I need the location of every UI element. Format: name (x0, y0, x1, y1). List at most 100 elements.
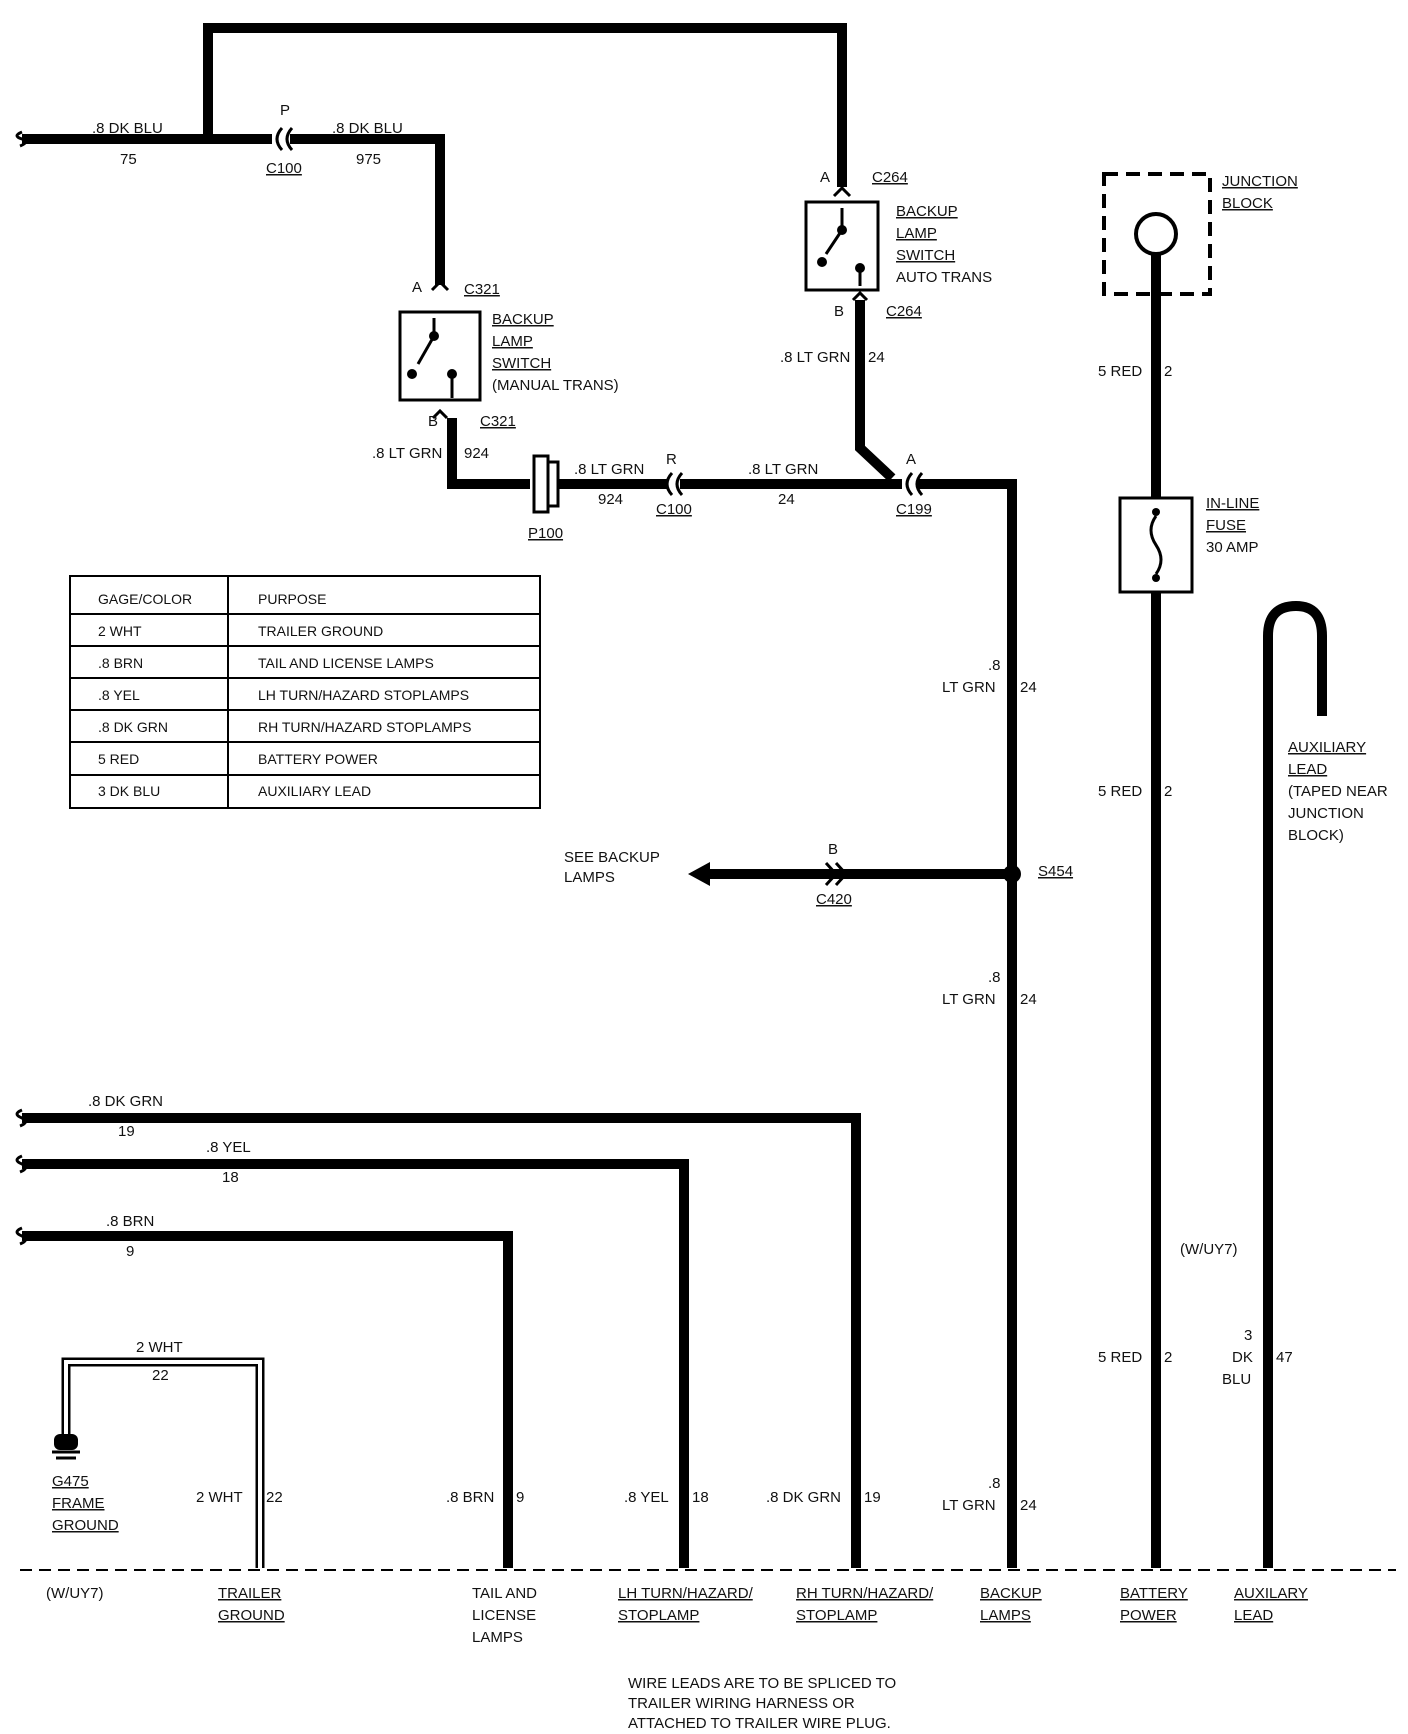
wire-75-gauge: .8 DK BLU (92, 120, 163, 137)
wire-22-gauge: 2 WHT (136, 1339, 183, 1356)
wire-24a-circuit: 24 (778, 491, 795, 508)
label-rh-2: STOPLAMP (796, 1607, 877, 1624)
fuse-line3: 30 AMP (1206, 539, 1259, 556)
c420-pin: B (828, 841, 838, 858)
label-trailer-ground-1: TRAILER (218, 1585, 282, 1602)
c100-bot-label: C100 (656, 501, 692, 518)
aux-lead-line4: JUNCTION (1288, 805, 1364, 822)
wire-18-gauge: .8 YEL (206, 1139, 251, 1156)
wire-24b-gauge: .8 LT GRN (780, 349, 850, 366)
connector-c100-top (275, 126, 294, 152)
label-aux-1: AUXILARY (1234, 1585, 1308, 1602)
legend-row4-purpose: RH TURN/HAZARD STOPLAMPS (258, 719, 471, 735)
wire-24e-gauge-bot: LT GRN (942, 1497, 996, 1514)
wire-24d-gauge-top: .8 (988, 969, 1001, 986)
wire-24b-circuit: 24 (868, 349, 885, 366)
top-harness (15, 23, 847, 285)
wire-24e-gauge-top: .8 (988, 1475, 1001, 1492)
wire-47-circuit: 47 (1276, 1349, 1293, 1366)
wire-2a-gauge: 5 RED (1098, 363, 1142, 380)
connector-c100-bot (665, 471, 684, 497)
c199-label: C199 (896, 501, 932, 518)
wire-75-circuit: 75 (120, 151, 137, 168)
legend-row1-purpose: TRAILER GROUND (258, 623, 383, 639)
c264-top-pin: A (820, 169, 830, 186)
s454-label: S454 (1038, 863, 1073, 880)
label-tail-2: LICENSE (472, 1607, 536, 1624)
wire-924b-circuit: 924 (598, 491, 623, 508)
label-battery-1: BATTERY (1120, 1585, 1188, 1602)
wire-24d-circuit: 24 (1020, 991, 1037, 1008)
c264-bot-pin: B (834, 303, 844, 320)
legend-row2-gage: .8 BRN (98, 655, 143, 671)
connector-c199 (905, 471, 924, 497)
wire-18-circuit: 18 (222, 1169, 239, 1186)
legend-row5-purpose: BATTERY POWER (258, 751, 378, 767)
wire-924b-gauge: .8 LT GRN (574, 461, 644, 478)
c321-top-pin: A (412, 279, 422, 296)
g475-line2: FRAME (52, 1495, 105, 1512)
wire-2b-circuit: 2 (1164, 783, 1172, 800)
vert-9-circuit: 9 (516, 1489, 524, 1506)
backup-switch-manual (398, 279, 482, 420)
vert-18-gauge: .8 YEL (624, 1489, 669, 1506)
g475-line1: G475 (52, 1473, 89, 1490)
label-tail-1: TAIL AND (472, 1585, 537, 1602)
c264-bot-label: C264 (886, 303, 922, 320)
lower-harness (15, 1108, 861, 1568)
wire-2a-circuit: 2 (1164, 363, 1172, 380)
c321-top-label: C321 (464, 281, 500, 298)
wire-2c-gauge: 5 RED (1098, 1349, 1142, 1366)
label-trailer-ground-2: GROUND (218, 1607, 285, 1624)
label-aux-2: LEAD (1234, 1607, 1273, 1624)
option-wuy7-left: (W/UY7) (46, 1585, 104, 1602)
c321-bot-pin: B (428, 413, 438, 430)
junction-block-line2: BLOCK (1222, 195, 1273, 212)
g475-line3: GROUND (52, 1517, 119, 1534)
fuse-line1: IN-LINE (1206, 495, 1259, 512)
legend-row6-gage: 3 DK BLU (98, 783, 160, 799)
note-line1: WIRE LEADS ARE TO BE SPLICED TO (628, 1675, 896, 1692)
label-rh-1: RH TURN/HAZARD/ (796, 1585, 934, 1602)
c100-bot-pin: R (666, 451, 677, 468)
vert-19-gauge: .8 DK GRN (766, 1489, 841, 1506)
auto-switch-line1: BACKUP (896, 203, 958, 220)
connector-c100-top-pin: P (280, 102, 290, 119)
trailer-ground-wire (61, 1357, 265, 1568)
wire-47-top: 3 (1244, 1327, 1252, 1344)
legend-row6-purpose: AUXILIARY LEAD (258, 783, 371, 799)
manual-switch-line1: BACKUP (492, 311, 554, 328)
arrow-left-icon (688, 862, 710, 886)
aux-lead-line2: LEAD (1288, 761, 1327, 778)
legend-row3-purpose: LH TURN/HAZARD STOPLAMPS (258, 687, 469, 703)
manual-switch-line4: (MANUAL TRANS) (492, 377, 619, 394)
c321-bot-label: C321 (480, 413, 516, 430)
note-line3: ATTACHED TO TRAILER WIRE PLUG. (628, 1715, 891, 1732)
legend-header-gage: GAGE/COLOR (98, 591, 192, 607)
wire-19-circuit: 19 (118, 1123, 135, 1140)
p100-label: P100 (528, 525, 563, 542)
label-backup-1: BACKUP (980, 1585, 1042, 1602)
wire-24c-circuit: 24 (1020, 679, 1037, 696)
wire-924-circuit: 924 (464, 445, 489, 462)
c264-top-label: C264 (872, 169, 908, 186)
auto-switch-line4: AUTO TRANS (896, 269, 992, 286)
label-backup-2: LAMPS (980, 1607, 1031, 1624)
legend-row5-gage: 5 RED (98, 751, 139, 767)
wire-2c-circuit: 2 (1164, 1349, 1172, 1366)
option-wuy7-right: (W/UY7) (1180, 1241, 1238, 1258)
wire-47-bot: BLU (1222, 1371, 1251, 1388)
vert-9-gauge: .8 BRN (446, 1489, 494, 1506)
wire-9-gauge: .8 BRN (106, 1213, 154, 1230)
label-lh-2: STOPLAMP (618, 1607, 699, 1624)
wire-24e-circuit: 24 (1020, 1497, 1037, 1514)
wire-47-mid: DK (1232, 1349, 1253, 1366)
c420-label: C420 (816, 891, 852, 908)
vert-22-circuit: 22 (266, 1489, 283, 1506)
backup-switch-auto (804, 185, 880, 302)
wire-19-gauge: .8 DK GRN (88, 1093, 163, 1110)
legend-header-purpose: PURPOSE (258, 591, 326, 607)
aux-lead-line3: (TAPED NEAR (1288, 783, 1388, 800)
aux-lead-line1: AUXILIARY (1288, 739, 1366, 756)
